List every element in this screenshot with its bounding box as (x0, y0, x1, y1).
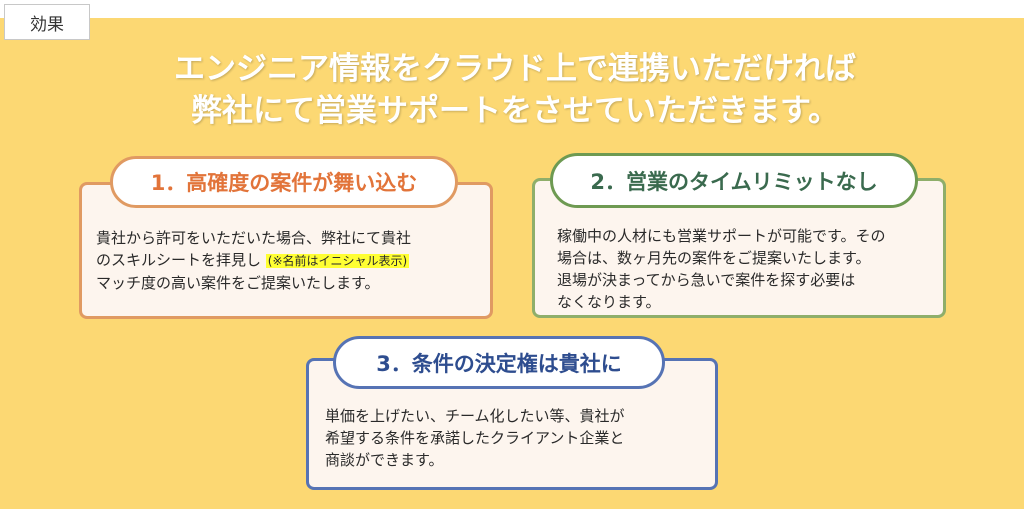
card-2-line-2: 場合は、数ヶ月先の案件をご提案いたします。 (557, 249, 871, 267)
headline: エンジニア情報をクラウド上で連携いただければ 弊社にて営業サポートをさせていただ… (100, 48, 930, 132)
card-1-line-1: 貴社から許可をいただいた場合、弊社にて貴社 (96, 229, 412, 247)
benefit-card-3-title: 3．条件の決定権は貴社に (333, 336, 665, 389)
card-1-line-3: マッチ度の高い案件をご提案いたします。 (96, 274, 380, 292)
headline-line-1: エンジニア情報をクラウド上で連携いただければ (174, 51, 856, 87)
card-3-line-2: 希望する条件を承諾したクライアント企業と (325, 429, 625, 447)
benefit-card-1-body: 貴社から許可をいただいた場合、弊社にて貴社 のスキルシートを拝見し (※名前はイ… (96, 227, 490, 294)
benefit-card-3-body: 単価を上げたい、チーム化したい等、貴社が 希望する条件を承諾したクライアント企業… (325, 405, 715, 471)
card-2-line-1: 稼働中の人材にも営業サポートが可能です。その (557, 227, 886, 245)
section-tab[interactable]: 効果 (4, 4, 90, 40)
benefit-card-2-title: 2．営業のタイムリミットなし (550, 153, 918, 208)
headline-line-2: 弊社にて営業サポートをさせていただきます。 (191, 93, 839, 129)
card-1-line-2-text: のスキルシートを拝見し (96, 251, 262, 269)
card-2-line-3: 退場が決まってから急いで案件を探す必要は (557, 271, 856, 289)
benefit-card-1-title: 1．高確度の案件が舞い込む (110, 156, 458, 208)
card-1-line-2: のスキルシートを拝見し (※名前はイニシャル表示) (96, 249, 490, 272)
card-3-line-3: 商談ができます。 (325, 451, 444, 469)
initials-note-highlight: (※名前はイニシャル表示) (265, 254, 410, 268)
benefit-card-2-body: 稼働中の人材にも営業サポートが可能です。その 場合は、数ヶ月先の案件をご提案いた… (557, 225, 943, 313)
card-3-line-1: 単価を上げたい、チーム化したい等、貴社が (325, 407, 625, 425)
card-2-line-4: なくなります。 (557, 293, 661, 311)
